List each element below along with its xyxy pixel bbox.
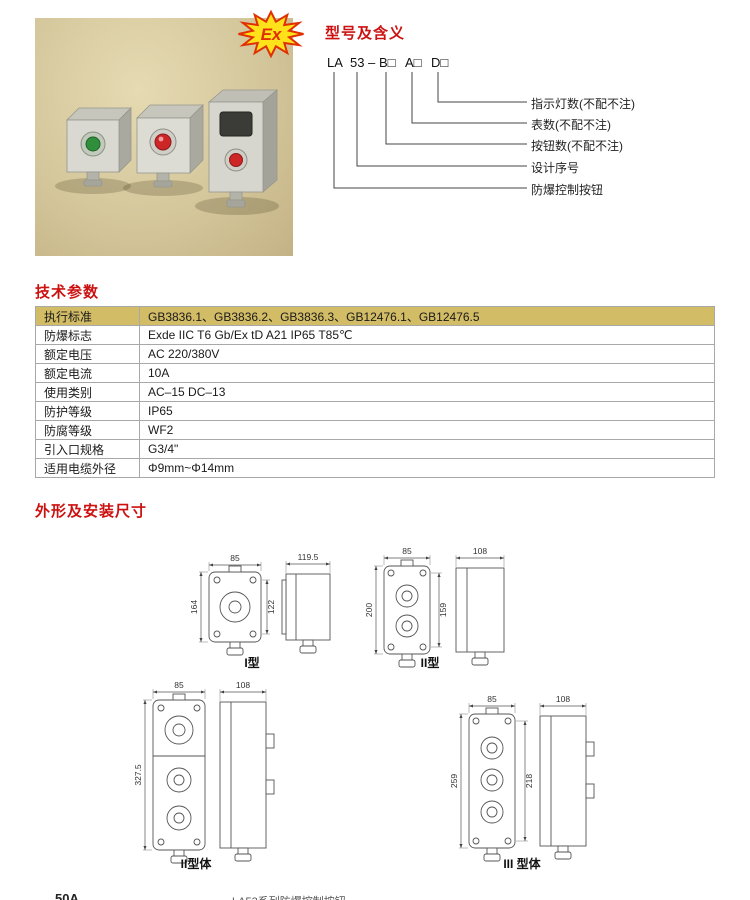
dim-height-4: 259 (449, 774, 459, 788)
model-code-part-a: A□ (405, 55, 422, 70)
dim-depth-4: 108 (556, 694, 570, 704)
product-photo: Ex (35, 9, 304, 256)
model-section-heading: 型号及含义 (325, 25, 406, 42)
drawing-type-2: 85 200 159 108 II型 (364, 546, 505, 670)
product-photo-image (55, 89, 279, 215)
param-value: Φ9mm~Φ14mm (139, 458, 715, 478)
drawing-caption-2: II型 (421, 655, 440, 670)
model-label-button-count: 按钮数(不配不注) (531, 139, 623, 153)
param-value: AC–15 DC–13 (139, 382, 715, 402)
model-code-dash: – (368, 55, 376, 70)
dim-width-4: 85 (487, 694, 497, 704)
dimensions-heading: 外形及安装尺寸 (35, 503, 148, 520)
param-label: 适用电缆外径 (35, 458, 140, 478)
dim-width-2: 85 (402, 546, 412, 556)
model-code-part-b: B□ (379, 55, 396, 70)
drawing-caption-4: III 型体 (503, 856, 541, 871)
param-value: G3/4" (139, 439, 715, 459)
param-label: 防护等级 (35, 401, 140, 421)
model-label-indicator-count: 指示灯数(不配不注) (531, 97, 635, 111)
param-label: 防爆标志 (35, 325, 140, 345)
device-image-3 (207, 89, 279, 208)
table-row: 适用电缆外径 Φ9mm~Φ14mm (35, 458, 715, 478)
table-row: 额定电压 AC 220/380V (35, 344, 715, 364)
dim-depth-1: 119.5 (298, 552, 319, 562)
model-label-meter-count: 表数(不配不注) (531, 118, 611, 132)
drawing-type-4: 85 259 218 108 III 型体 (449, 694, 595, 871)
dim-depth-2: 108 (473, 546, 487, 556)
tech-params-table: 执行标准 GB3836.1、GB3836.2、GB3836.3、GB12476.… (35, 306, 715, 478)
dim-height-2: 200 (364, 603, 374, 617)
drawing-caption-3: II型体 (181, 856, 213, 871)
dimension-drawings: 85 164 122 119.5 I型 (133, 546, 595, 871)
param-value: WF2 (139, 420, 715, 440)
ex-logo-text: Ex (261, 25, 283, 44)
drawing-caption-1: I型 (244, 655, 259, 670)
dim-width-3: 85 (174, 680, 184, 690)
table-row: 额定电流 10A (35, 363, 715, 383)
dim-inner-height-1: 122 (266, 600, 276, 614)
param-label: 使用类别 (35, 382, 140, 402)
param-label: 引入口规格 (35, 439, 140, 459)
footer-caption: LA53系列防爆控制按钮 (232, 893, 346, 900)
model-code-part-53: 53 (350, 55, 365, 70)
param-label: 防腐等级 (35, 420, 140, 440)
model-label-design-serial: 设计序号 (531, 161, 580, 175)
device-image-2 (136, 104, 204, 188)
table-row: 防腐等级 WF2 (35, 420, 715, 440)
table-row: 防护等级 IP65 (35, 401, 715, 421)
param-value: AC 220/380V (139, 344, 715, 364)
param-value: IP65 (139, 401, 715, 421)
tech-params-heading: 技术参数 (35, 284, 100, 301)
param-label: 执行标准 (35, 306, 140, 326)
table-row: 防爆标志 Exde IIC T6 Gb/Ex tD A21 IP65 T85℃ (35, 325, 715, 345)
dim-width-1: 85 (230, 553, 240, 563)
ex-logo-icon: Ex (238, 9, 304, 59)
param-label: 额定电流 (35, 363, 140, 383)
model-label-product-name: 防爆控制按钮 (531, 183, 604, 197)
model-code-part-la: LA (327, 55, 343, 70)
drawing-type-3: 85 327.5 108 II型体 (133, 680, 275, 871)
dim-height-1: 164 (189, 600, 199, 614)
param-label: 额定电压 (35, 344, 140, 364)
model-code-part-d: D□ (431, 55, 449, 70)
param-value: Exde IIC T6 Gb/Ex tD A21 IP65 T85℃ (139, 325, 715, 345)
dim-inner-height-2: 159 (438, 603, 448, 617)
dim-height-3: 327.5 (133, 764, 143, 786)
footer-page-label: 50A (55, 891, 79, 900)
device-image-1 (66, 107, 132, 187)
dim-inner-height-4: 218 (524, 774, 534, 788)
drawing-type-1: 85 164 122 119.5 I型 (189, 552, 331, 670)
dim-depth-3: 108 (236, 680, 250, 690)
param-value: GB3836.1、GB3836.2、GB3836.3、GB12476.1、GB1… (139, 306, 715, 326)
table-row: 使用类别 AC–15 DC–13 (35, 382, 715, 402)
param-value: 10A (139, 363, 715, 383)
table-row: 执行标准 GB3836.1、GB3836.2、GB3836.3、GB12476.… (35, 306, 715, 326)
table-row: 引入口规格 G3/4" (35, 439, 715, 459)
